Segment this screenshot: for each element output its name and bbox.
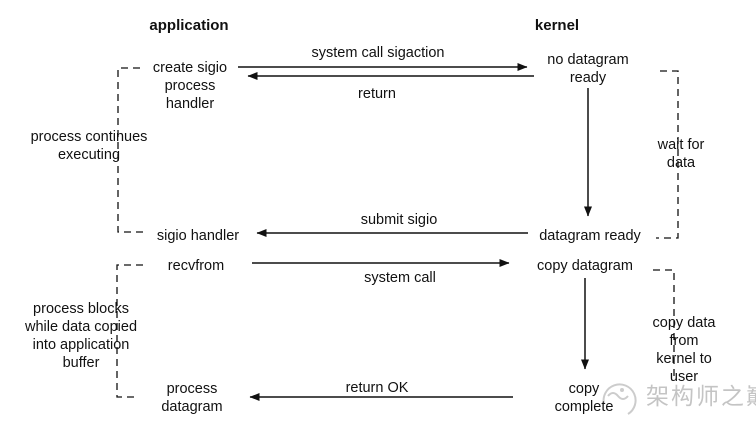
note-copy-data-kernel-to-user: copy data from kernel to user <box>652 315 716 385</box>
note-wait-for-data: wait for data <box>657 137 705 171</box>
node-copy-complete: copy complete <box>554 381 614 415</box>
node-recvfrom: recvfrom <box>167 258 225 274</box>
bracket-wait-for-data <box>656 70 679 239</box>
bracket-process-blocks <box>116 264 143 398</box>
watermark-text: 架构师之巅 <box>646 383 756 409</box>
node-no-datagram-ready: no datagram ready <box>547 52 629 86</box>
bracket-copy-data <box>653 269 675 380</box>
label-return: return <box>358 86 396 102</box>
node-process-datagram: process datagram <box>161 381 223 415</box>
node-sigio-handler: sigio handler <box>156 228 240 244</box>
label-system-call-sigaction: system call sigaction <box>311 45 445 61</box>
node-copy-datagram: copy datagram <box>537 258 633 274</box>
note-process-blocks: process blocks while data copied into ap… <box>24 301 138 371</box>
node-datagram-ready: datagram ready <box>539 228 641 244</box>
label-return-ok: return OK <box>345 380 409 396</box>
column-header-application: application <box>149 17 229 34</box>
note-process-continues: process continues executing <box>30 129 148 163</box>
label-submit-sigio: submit sigio <box>360 212 438 228</box>
label-system-call: system call <box>364 270 436 286</box>
node-create-sigio-handler: create sigio process handler <box>152 60 228 112</box>
column-header-kernel: kernel <box>534 17 580 34</box>
watermark-logo-icon <box>602 383 637 415</box>
